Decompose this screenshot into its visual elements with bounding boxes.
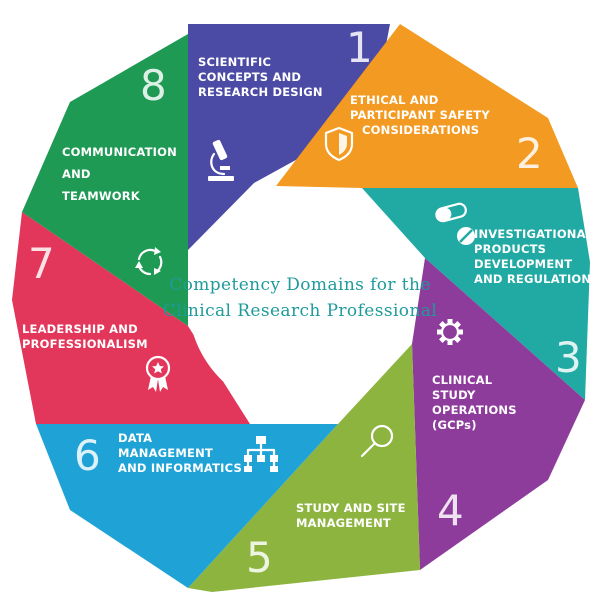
segment-8-number: 8: [140, 61, 167, 110]
org-chart-icon: [244, 436, 278, 472]
segment-1-title-line-3: RESEARCH DESIGN: [198, 85, 323, 99]
segment-4-title-line-1: CLINICAL: [432, 373, 493, 387]
segment-7-number: 7: [28, 239, 55, 288]
segment-8: 8 COMMUNICATION AND TEAMWORK: [62, 61, 177, 276]
segment-7-title-line-2: PROFESSIONALISM: [22, 337, 148, 351]
segment-6-title-line-3: AND INFORMATICS: [118, 461, 242, 475]
segment-4-number: 4: [437, 486, 464, 535]
segment-6: 6 DATA MANAGEMENT AND INFORMATICS: [74, 431, 278, 480]
segment-5: 5 STUDY AND SITE MANAGEMENT: [246, 424, 406, 582]
award-icon: [145, 355, 171, 392]
shield-icon: [324, 126, 354, 162]
segment-2-title-line-3: CONSIDERATIONS: [362, 123, 479, 137]
pills-icon: [435, 202, 475, 245]
center-title-line-1: Competency Domains for the: [169, 275, 431, 295]
segment-4-shape: [412, 258, 585, 570]
segment-5-shape: [188, 344, 420, 592]
gear-icon: [437, 319, 463, 345]
segment-2-title-line-1: ETHICAL AND: [350, 93, 439, 107]
cycle-arrows-icon: [135, 247, 163, 276]
segment-8-title-line-2: AND: [62, 167, 91, 181]
segment-1-title-line-2: CONCEPTS AND: [198, 70, 301, 84]
center-disc: [188, 188, 412, 412]
segment-1: 1 SCIENTIFIC CONCEPTS AND RESEARCH DESIG…: [198, 23, 373, 181]
segment-3-shape: [362, 188, 590, 400]
segment-6-title-line-2: MANAGEMENT: [118, 446, 213, 460]
segment-4-title-line-2: STUDY: [432, 388, 476, 402]
segment-1-title-line-1: SCIENTIFIC: [198, 55, 271, 69]
segment-2: 2 ETHICAL AND PARTICIPANT SAFETY CONSIDE…: [324, 93, 543, 178]
segment-5-title-line-1: STUDY AND SITE: [296, 501, 406, 515]
segment-7: 7 LEADERSHIP AND PROFESSIONALISM: [22, 239, 171, 392]
microscope-icon: [208, 139, 234, 181]
segment-2-title-line-2: PARTICIPANT SAFETY: [350, 108, 490, 122]
magnifier-icon: [360, 424, 394, 458]
segment-3-number: 3: [555, 333, 582, 382]
segment-3-title-line-1: INVESTIGATIONAL: [474, 227, 594, 241]
segment-8-title-line-3: TEAMWORK: [62, 189, 141, 203]
segment-4: 4 CLINICAL STUDY OPERATIONS (GCPs): [432, 319, 517, 535]
segment-4-title-line-3: OPERATIONS: [432, 403, 517, 417]
wheel-segments: [12, 24, 590, 592]
segment-5-number: 5: [246, 533, 273, 582]
segment-8-title-line-1: COMMUNICATION: [62, 145, 177, 159]
segment-6-shape: [36, 424, 338, 588]
segment-7-title-line-1: LEADERSHIP AND: [22, 322, 138, 336]
segment-6-number: 6: [74, 431, 101, 480]
segment-6-title-line-1: DATA: [118, 431, 152, 445]
segment-8-shape: [22, 34, 188, 326]
segment-3: 3 INVESTIGATIONAL PRODUCTS DEVELOPMENT A…: [435, 202, 594, 382]
segment-7-shape: [12, 212, 250, 424]
segment-3-title-line-2: PRODUCTS: [474, 242, 546, 256]
segment-4-title-line-4: (GCPs): [432, 418, 477, 432]
segment-5-title-line-2: MANAGEMENT: [296, 516, 391, 530]
segment-1-number: 1: [346, 23, 373, 72]
segment-3-title-line-3: DEVELOPMENT: [474, 257, 572, 271]
segment-1-shape: [188, 24, 390, 250]
center-title-line-2: Clinical Research Professional: [163, 301, 437, 321]
segment-3-title-line-4: AND REGULATION: [474, 272, 591, 286]
segment-2-number: 2: [516, 129, 543, 178]
